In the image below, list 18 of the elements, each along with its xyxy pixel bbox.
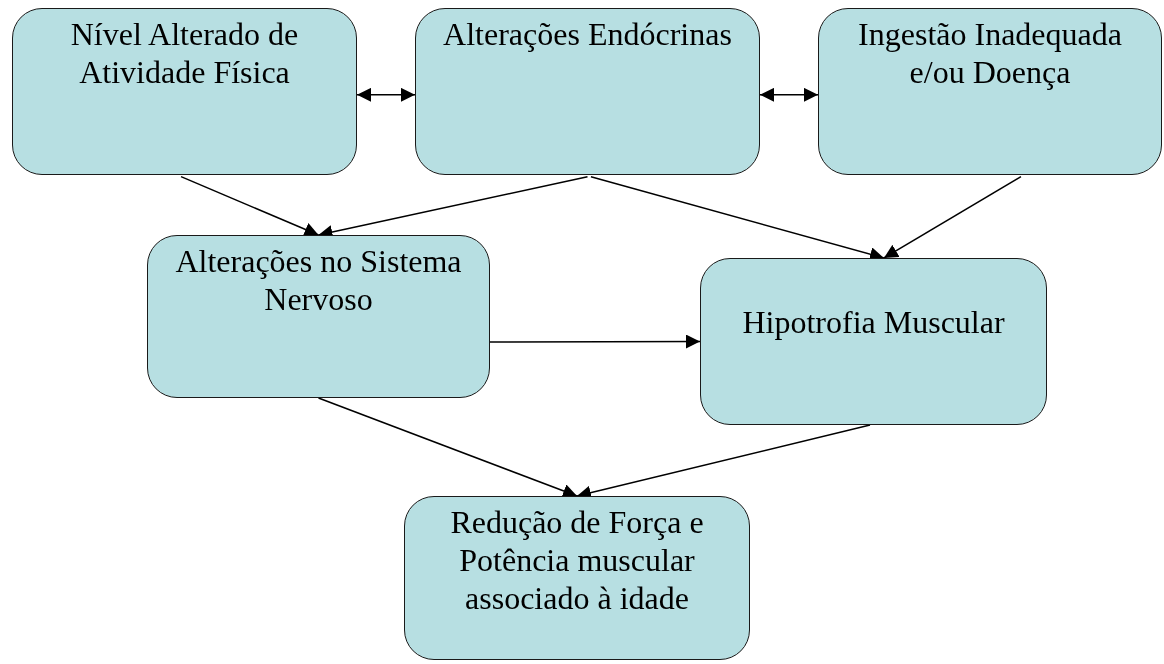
process-box: [404, 496, 750, 660]
arrow: [489, 334, 701, 349]
node-text: Nível Alterado de Atividade Física: [69, 15, 300, 91]
process-box: [700, 258, 1047, 425]
node-text: Alterações no Sistema Nervoso: [174, 242, 463, 318]
node-text: Hipotrofia Muscular: [741, 303, 1006, 341]
arrow: [883, 175, 1022, 259]
arrow: [759, 87, 819, 102]
arrow: [180, 175, 320, 236]
arrow: [356, 87, 416, 102]
process-box: [12, 8, 357, 175]
arrow: [317, 397, 578, 498]
node-text: Alterações Endócrinas: [442, 15, 733, 53]
process-box: [415, 8, 760, 175]
process-box: [818, 8, 1162, 175]
process-box: [147, 235, 490, 398]
node-text: Redução de Força e Potência muscular associado à idade: [449, 503, 705, 617]
node-text: Ingestão Inadequada e/ou Doença: [857, 15, 1123, 91]
